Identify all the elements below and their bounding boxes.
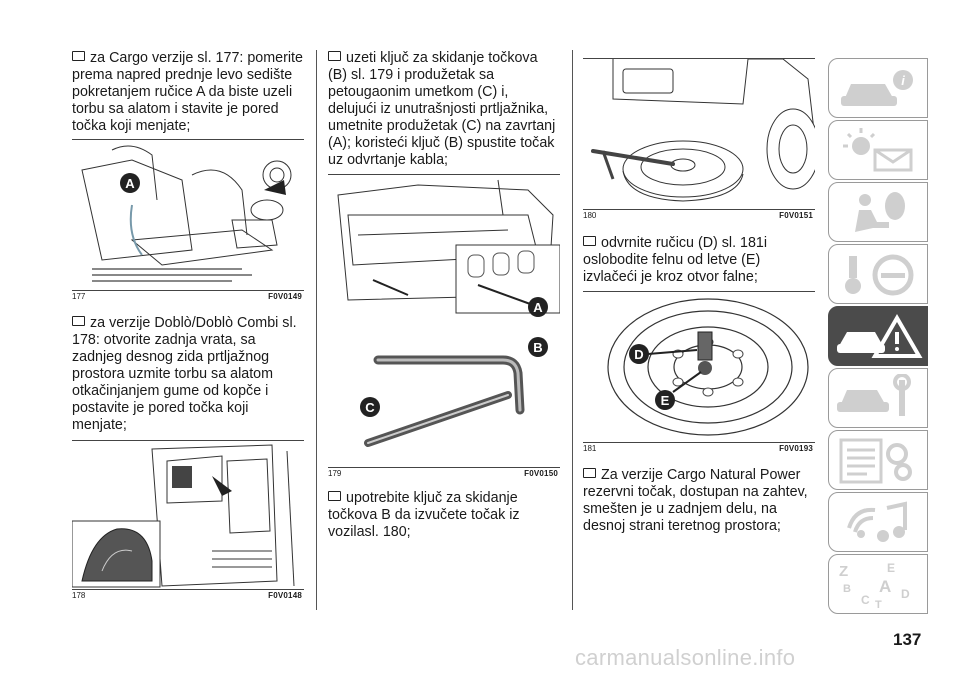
svg-text:E: E: [887, 561, 895, 575]
car-maintenance-icon: [837, 374, 911, 416]
column-separator: [572, 50, 573, 610]
checkbox-bullet-icon: [328, 491, 341, 501]
checkbox-bullet-icon: [583, 236, 596, 246]
column-3: 180 F0V0151 odvrnite ručicu (D) sl. 181i…: [583, 50, 815, 535]
figure-number: 179: [328, 469, 342, 478]
checkbox-bullet-icon: [72, 51, 85, 61]
figure-code: F0V0150: [524, 469, 558, 478]
tab-airbag-safety[interactable]: [828, 182, 928, 242]
callout-b-label: B: [533, 340, 542, 355]
figure-caption: 179 F0V0150: [328, 468, 560, 480]
figure-code: F0V0148: [268, 591, 302, 600]
checkbox-bullet-icon: [583, 468, 596, 478]
tab-multimedia[interactable]: [828, 492, 928, 552]
callout-c-marker: [360, 397, 380, 417]
figure-number: 177: [72, 292, 86, 301]
callout-a-marker: [120, 173, 140, 193]
page-number: 137: [893, 630, 922, 649]
instruction-paragraph: uzeti ključ za skidanje točkova (B) sl. …: [328, 50, 556, 168]
alphabetical-index-icon: Z E B A C D T: [839, 561, 910, 610]
multimedia-icon: [847, 501, 907, 542]
column-separator: [316, 50, 317, 610]
figure-code: F0V0193: [779, 444, 813, 453]
figure-caption: 181 F0V0193: [583, 443, 815, 455]
svg-text:A: A: [879, 577, 891, 596]
callout-d-label: D: [634, 347, 643, 362]
figure-caption: 180 F0V0151: [583, 210, 815, 222]
svg-text:D: D: [901, 587, 910, 601]
callout-a-marker: [528, 297, 548, 317]
figure-caption: 178 F0V0148: [72, 590, 304, 602]
callout-a-label: A: [533, 300, 543, 315]
instruction-paragraph: za Cargo verzije sl. 177: pomerite prema…: [72, 50, 303, 134]
instruction-paragraph: upotrebite ključ za skidanje točkova B d…: [328, 490, 520, 540]
instruction-paragraph: odvrnite ručicu (D) sl. 181i oslobodite …: [583, 235, 768, 285]
callout-c-label: C: [365, 400, 375, 415]
figure-caption: 177 F0V0149: [72, 291, 304, 303]
technical-data-icon: [839, 438, 912, 484]
tab-alphabetical-index[interactable]: Z E B A C D T: [828, 554, 928, 614]
svg-text:T: T: [875, 599, 882, 610]
callout-d-marker: [629, 344, 649, 364]
tab-car-info[interactable]: i: [828, 58, 928, 118]
key-steering-icon: [845, 254, 914, 296]
figure-178: 178 F0V0148: [72, 440, 304, 600]
figure-180-illustration: [591, 59, 815, 202]
tab-warning-lights[interactable]: [828, 120, 928, 180]
figure-number: 181: [583, 444, 597, 453]
instruction-paragraph: Za verzije Cargo Natural Power rezervni …: [583, 467, 808, 534]
warning-lights-icon: [843, 128, 913, 172]
svg-text:i: i: [901, 73, 905, 88]
airbag-safety-icon: [855, 192, 905, 232]
callout-e-marker: [655, 390, 675, 410]
car-info-icon: i: [841, 70, 913, 106]
callout-a-label: A: [125, 176, 135, 191]
figure-number: 180: [583, 211, 597, 220]
callout-e-label: E: [661, 393, 670, 408]
figure-code: F0V0151: [779, 211, 813, 220]
tab-technical-data[interactable]: [828, 430, 928, 490]
figure-179: A B C 179 F0V0150: [328, 174, 560, 478]
column-2: uzeti ključ za skidanje točkova (B) sl. …: [328, 50, 560, 541]
checkbox-bullet-icon: [72, 316, 85, 326]
instruction-paragraph: za verzije Doblò/Doblò Combi sl. 178: ot…: [72, 315, 297, 433]
tab-breakdown[interactable]: [828, 306, 928, 366]
figure-181: D E 181 F0V0193: [583, 291, 815, 453]
figure-178-illustration: [72, 444, 295, 588]
figure-181-illustration: D E: [607, 298, 809, 436]
tab-key-steering[interactable]: [828, 244, 928, 304]
figure-177: A 177 F0V0149: [72, 139, 304, 301]
figure-number: 178: [72, 591, 86, 600]
svg-text:Z: Z: [839, 563, 848, 580]
svg-text:B: B: [843, 583, 851, 595]
figure-177-illustration: A: [81, 145, 292, 282]
callout-b-marker: [528, 337, 548, 357]
figure-180: 180 F0V0151: [583, 58, 815, 220]
figure-179-illustration: A B C: [337, 179, 560, 447]
column-1: za Cargo verzije sl. 177: pomerite prema…: [72, 50, 304, 600]
watermark: carmanualsonline.info: [575, 645, 796, 670]
breakdown-triangle-icon: [837, 314, 923, 358]
tab-maintenance[interactable]: [828, 368, 928, 428]
chapter-tab-sidebar: i: [828, 58, 928, 616]
figure-code: F0V0149: [268, 292, 302, 301]
checkbox-bullet-icon: [328, 51, 341, 61]
svg-text:C: C: [861, 593, 870, 607]
